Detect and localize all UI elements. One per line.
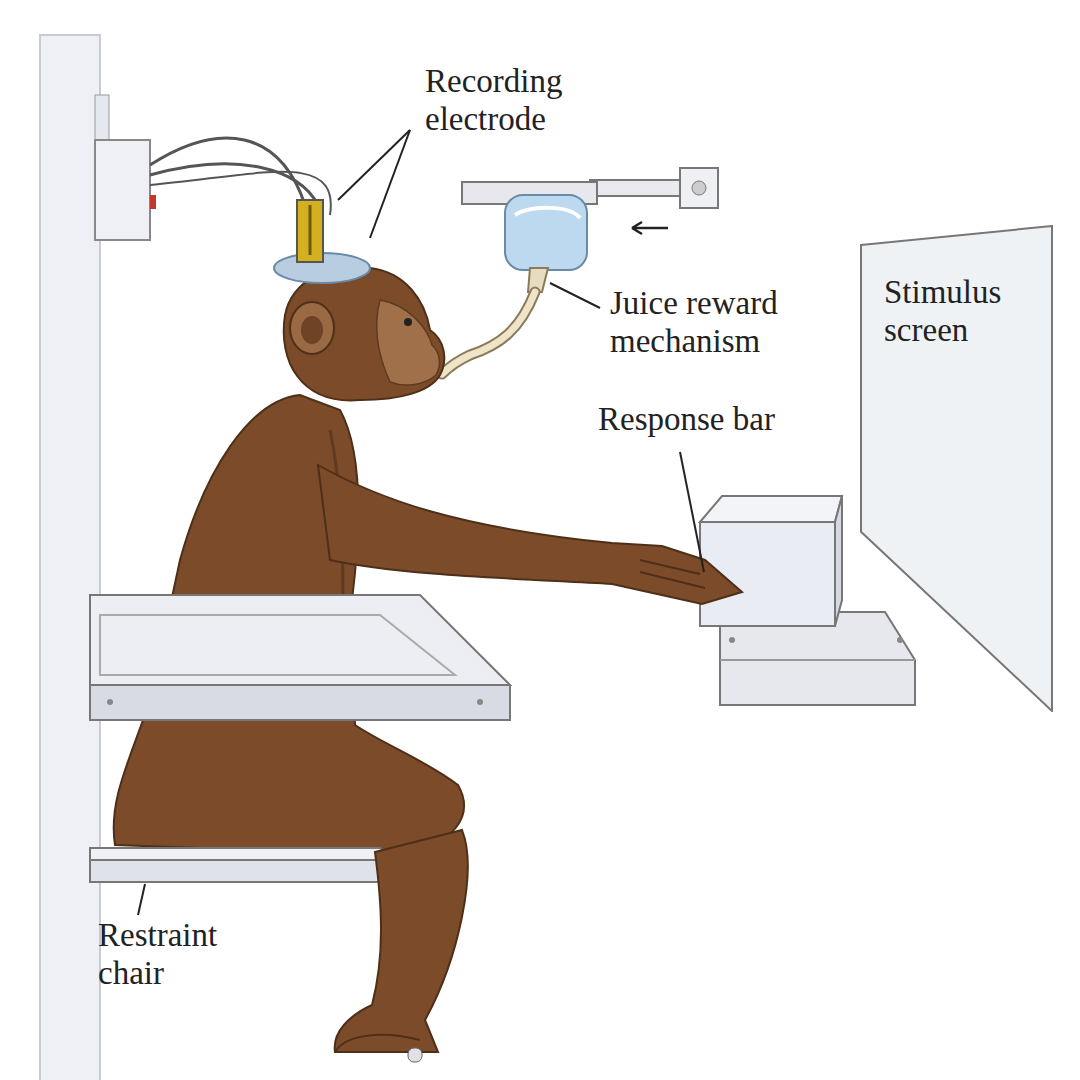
bracket [95, 95, 109, 140]
restraint-plate [90, 595, 510, 685]
leader-line [550, 283, 600, 308]
screen-panel [861, 226, 1052, 711]
electrode [297, 200, 323, 262]
juice-tube [442, 292, 535, 374]
highlight [515, 208, 580, 218]
stimulus-screen: Stimulus screen [860, 225, 1054, 712]
part-label: Recording electrode [425, 62, 625, 138]
chair-foot [408, 1048, 422, 1062]
bar-side [835, 496, 842, 626]
leader-line [370, 130, 410, 238]
monkey-leg [335, 830, 468, 1052]
part-label: Juice reward mechanism [610, 284, 845, 360]
bolt [692, 181, 706, 195]
screen-label: Stimulus screen [884, 273, 1044, 349]
amplifier-box [95, 140, 150, 240]
seat-top [90, 848, 395, 860]
bar-top [700, 496, 842, 522]
eye [404, 318, 412, 326]
ear [290, 302, 334, 354]
fingers [640, 560, 705, 588]
juice-bracket [680, 168, 718, 208]
monkey-arm [318, 465, 742, 604]
wall [40, 35, 100, 1080]
part-label: Response bar [598, 400, 858, 438]
plug [150, 195, 156, 209]
leader-line [680, 452, 704, 572]
motion-arrow [632, 222, 668, 234]
part-label: Restraint chair [98, 916, 268, 992]
juice-bottle [505, 195, 587, 270]
restraint-plate-front [90, 685, 510, 720]
juice-tube [442, 292, 535, 374]
leader-line [338, 130, 410, 200]
leader-line [138, 884, 145, 915]
monkey-head [284, 267, 445, 401]
monkey-face [377, 300, 440, 385]
restraint-chair [90, 860, 395, 882]
wire [150, 164, 318, 205]
bar-base-edge [720, 659, 915, 661]
